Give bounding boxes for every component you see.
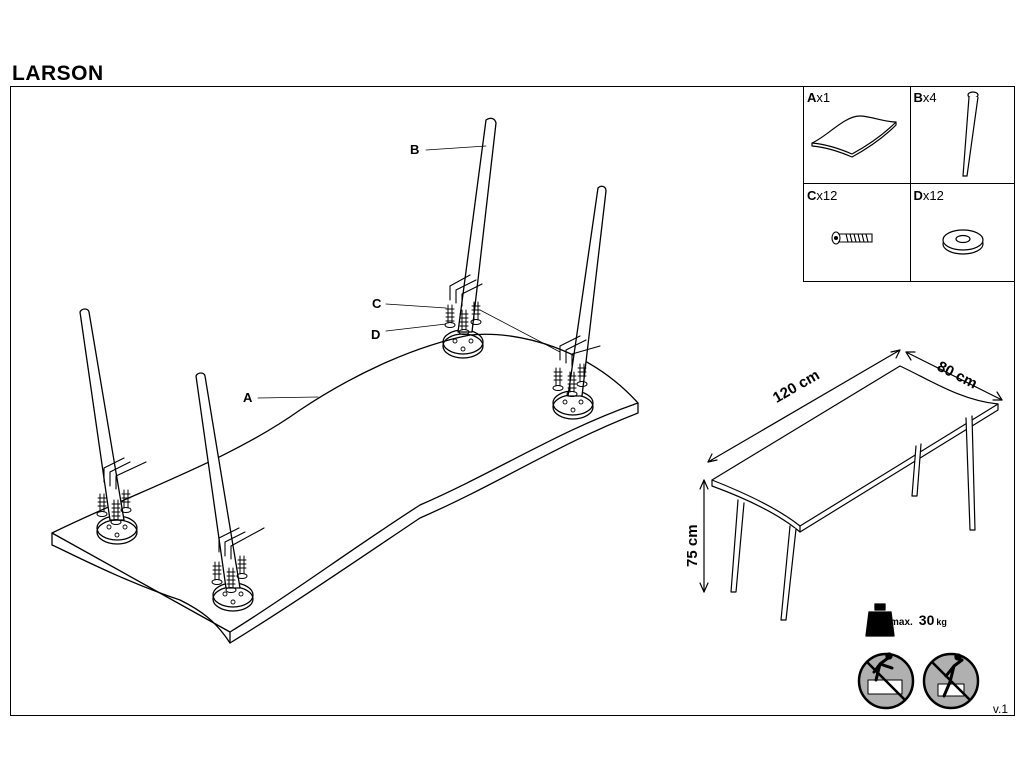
part-letter: C — [807, 187, 817, 203]
part-qty: x1 — [816, 90, 831, 105]
part-cell-c: Cx12 — [804, 184, 910, 282]
part-cell-a: Ax1 — [804, 86, 910, 184]
brackets — [103, 274, 601, 560]
part-letter: B — [913, 90, 923, 105]
leg-b-front — [195, 372, 241, 589]
version-label: v.1 — [992, 702, 1008, 716]
bolt-icon — [831, 230, 873, 245]
callout-leaders — [257, 145, 561, 399]
parts-list: Ax1 Bx4 Cx12 Dx12 — [803, 86, 1015, 282]
tabletop-icon — [811, 115, 897, 158]
callout-d: D — [371, 327, 381, 342]
no-sitting-on-table-icon — [922, 652, 980, 710]
dimension-lines — [699, 349, 1003, 593]
leg-b-back — [457, 117, 497, 333]
callout-c: C — [372, 296, 382, 311]
part-cell-d: Dx12 — [909, 183, 1016, 281]
max-load-label: max. — [890, 617, 913, 628]
max-load-value: 30 — [918, 612, 935, 628]
assembled-table — [711, 365, 999, 621]
screws-c — [97, 301, 587, 589]
leg-b-right — [567, 185, 607, 397]
tabletop-a — [51, 333, 639, 644]
leg-icon — [961, 91, 979, 177]
product-title: LARSON — [12, 62, 104, 85]
part-qty: x4 — [922, 90, 937, 105]
callout-b: B — [410, 142, 420, 157]
no-standing-on-table-icon — [857, 652, 915, 710]
part-letter: D — [913, 187, 923, 203]
part-qty: x12 — [922, 187, 944, 203]
part-qty: x12 — [816, 187, 838, 203]
dimension-height: 75 cm — [684, 524, 701, 567]
part-letter: A — [807, 90, 817, 105]
instruction-frame — [10, 86, 1015, 716]
washer-icon — [941, 228, 984, 255]
callout-a: A — [243, 390, 253, 405]
washers-d — [96, 319, 588, 593]
part-cell-b: Bx4 — [909, 86, 1015, 184]
max-load-unit: kg — [936, 617, 947, 627]
weight-icon — [865, 603, 895, 637]
leg-b-left — [79, 308, 125, 521]
plate-holes — [106, 338, 584, 605]
